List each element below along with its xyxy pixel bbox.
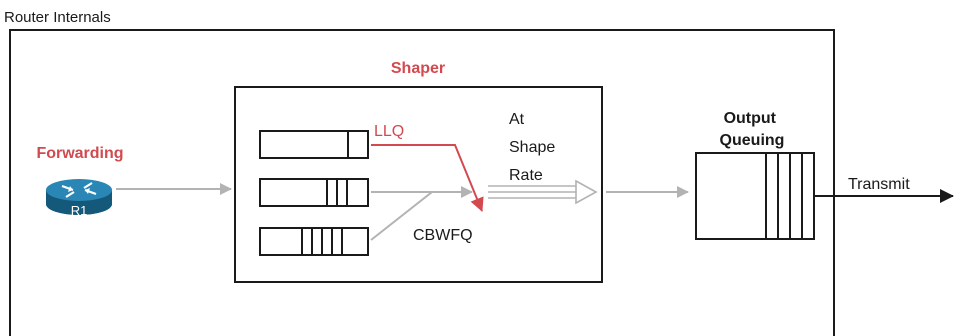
cbwfq-queue-1 (259, 178, 369, 207)
output-queue (695, 152, 815, 240)
cbwfq-line-2 (370, 191, 433, 241)
llq-queue (259, 130, 369, 159)
shaper-label: Shaper (391, 60, 445, 77)
router-internals-label: Router Internals (4, 9, 111, 26)
router-internals-box (9, 29, 835, 336)
output-queuing-line-2: Queuing (720, 132, 785, 149)
router-name: R1 (71, 203, 88, 218)
router-icon (46, 179, 112, 215)
cbwfq-queue-2 (259, 227, 369, 256)
output-queuing-line-1: Output (724, 110, 777, 127)
shape-rate-arrow (488, 179, 598, 205)
llq-arrow (371, 144, 484, 212)
shape-rate-line-3: Rate (509, 167, 543, 184)
shape-rate-line-1: At (509, 111, 525, 128)
output-queuing-label: Output Queuing (720, 110, 785, 149)
shape-rate-label: At Shape Rate (509, 111, 560, 184)
forwarding-label: Forwarding (36, 145, 123, 162)
transmit-label: Transmit (848, 176, 910, 193)
shape-rate-line-2: Shape (509, 139, 555, 156)
shaper-box (234, 86, 603, 283)
llq-label: LLQ (374, 123, 404, 140)
cbwfq-label: CBWFQ (413, 227, 473, 244)
